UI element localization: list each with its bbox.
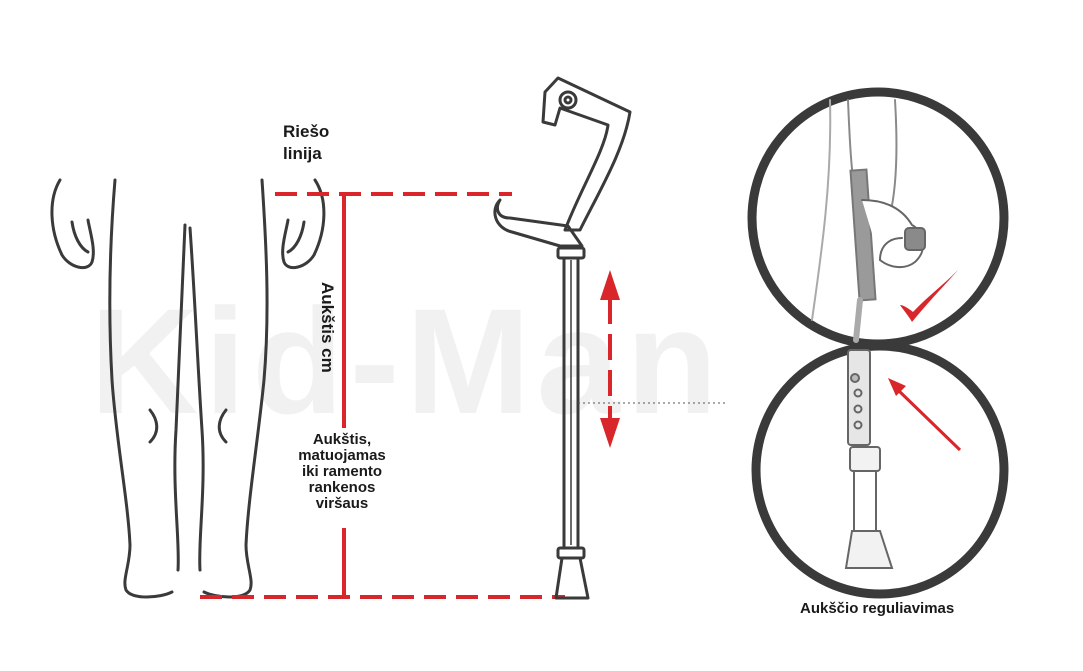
height-measured-line-4: rankenos [308, 479, 376, 496]
height-adjustment-circle [751, 341, 1009, 599]
wrist-line-label: Riešo linija [283, 121, 329, 165]
height-measured-label: Aukštis, matuojamas iki ramento rankenos… [278, 432, 406, 512]
height-measured-line-3: iki ramento [301, 463, 383, 480]
measurement-lines [200, 192, 565, 599]
pointer-arrow-icon [888, 378, 962, 452]
height-cm-label: Aukštis cm [318, 282, 337, 373]
double-arrow-icon [600, 270, 620, 448]
wrist-line-label-1: Riešo [283, 122, 330, 141]
legs-outline [50, 178, 326, 599]
grip-detail-circle [747, 87, 1009, 349]
height-adjustment-label: Aukščio reguliavimas [800, 600, 955, 617]
height-measured-line-1: Aukštis, [312, 431, 372, 448]
height-measured-line-5: viršaus [315, 495, 369, 512]
height-measured-line-2: matuojamas [298, 447, 386, 464]
wrist-line-label-2: linija [283, 144, 322, 163]
